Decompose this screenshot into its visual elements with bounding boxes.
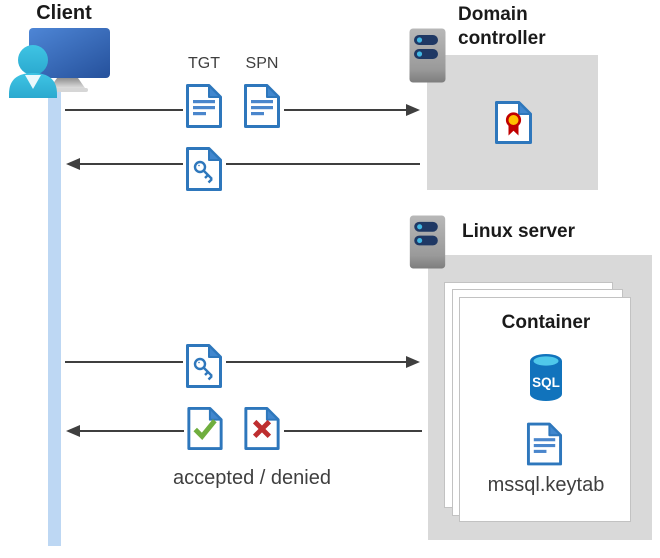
certificate-icon (495, 101, 532, 144)
server-icon (409, 215, 446, 269)
sql-badge-text: SQL (532, 375, 560, 390)
client-lifeline (48, 88, 61, 546)
container-title: Container (501, 312, 591, 333)
monitor-base (48, 88, 88, 92)
client-computer-user-icon (9, 28, 110, 98)
arrowhead-left-icon (66, 424, 80, 437)
arrowhead-right-icon (406, 103, 420, 116)
tgt-document-icon (186, 84, 222, 128)
server-icon (409, 28, 446, 83)
spn-label: SPN (245, 55, 279, 72)
keytab-filename: mssql.keytab (487, 474, 605, 496)
arrowhead-left-icon (66, 157, 80, 170)
spn-document-icon (244, 84, 280, 128)
domain-controller-title: Domain controller (458, 4, 546, 49)
container-card: Container SQL mssql.keytab (459, 297, 631, 522)
accepted-denied-label: accepted / denied (173, 467, 331, 489)
linux-server-title: Linux server (462, 221, 575, 242)
client-title: Client (36, 2, 92, 24)
denied-x-document-icon (244, 406, 280, 451)
check-icon (193, 419, 217, 440)
service-ticket-key-document-icon (186, 344, 222, 388)
accepted-check-document-icon (187, 406, 223, 451)
service-ticket-key-document-icon (186, 147, 222, 191)
keytab-file-icon (526, 422, 563, 466)
arrowhead-right-icon (406, 355, 420, 368)
monitor-stand (50, 78, 85, 88)
key-icon (193, 357, 213, 381)
monitor-icon (29, 28, 110, 78)
x-icon (252, 419, 272, 439)
tgt-label: TGT (188, 55, 220, 72)
user-icon (9, 45, 57, 98)
key-icon (193, 160, 213, 184)
sql-database-icon: SQL (530, 354, 562, 401)
